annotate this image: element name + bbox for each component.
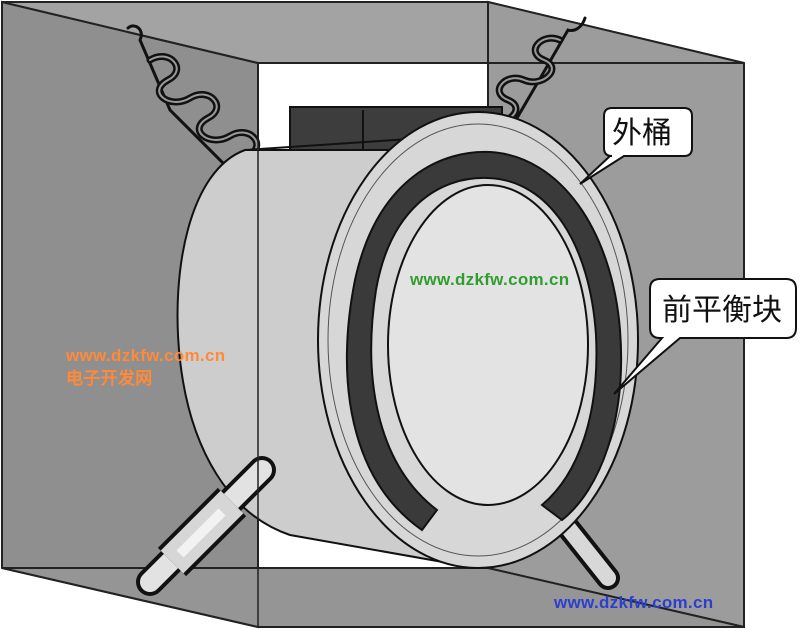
label-outer-tub: 外桶 <box>612 116 672 151</box>
label-front-counterweight: 前平衡块 <box>662 293 782 328</box>
outer-tub <box>176 111 639 569</box>
cabinet-floor <box>1 567 745 628</box>
watermark-left-name: 电子开发网 <box>66 368 153 388</box>
front-damper <box>136 456 276 596</box>
callout-outer-tub: 外桶 <box>579 107 693 185</box>
watermark-left-url: www.dzkfw.com.cn <box>65 346 225 365</box>
watermark-center: www.dzkfw.com.cn <box>409 270 569 289</box>
tub-opening <box>387 184 589 506</box>
watermark-bottom-right: www.dzkfw.com.cn <box>553 593 713 612</box>
front-counterweight-ring <box>345 150 623 532</box>
callout-front-counterweight: 前平衡块 <box>613 278 797 395</box>
